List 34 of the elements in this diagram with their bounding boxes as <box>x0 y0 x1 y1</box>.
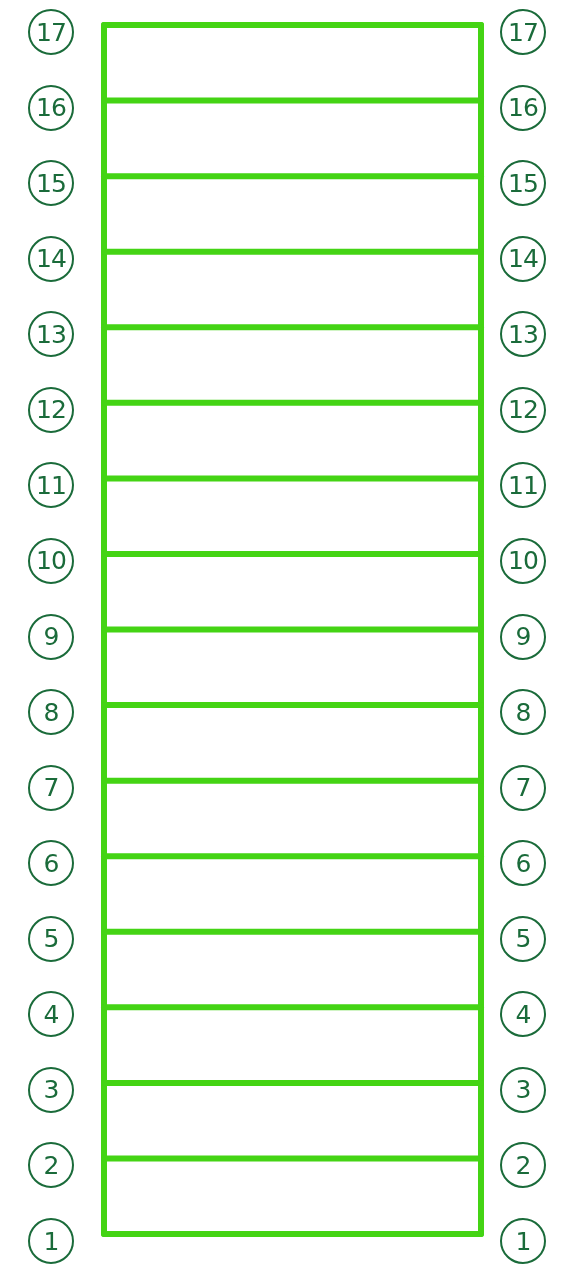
callout-number: 3 <box>28 1066 74 1113</box>
callout-number: 17 <box>500 9 546 55</box>
callout-number: 7 <box>500 764 546 811</box>
callout-number: 9 <box>500 613 546 660</box>
callout-number: 10 <box>500 537 546 584</box>
callout-number: 7 <box>28 764 74 811</box>
callout-number: 11 <box>500 462 546 509</box>
callout-number: 12 <box>500 386 546 433</box>
callout-number: 5 <box>28 915 74 962</box>
callout-number: 11 <box>28 462 74 509</box>
callout-number: 15 <box>28 160 74 207</box>
callout-number: 15 <box>500 160 546 207</box>
callout-number: 14 <box>500 235 546 282</box>
callout-number: 17 <box>28 9 74 55</box>
callout-number: 16 <box>28 84 74 131</box>
callout-number: 16 <box>500 84 546 131</box>
callout-number: 6 <box>500 840 546 887</box>
callout-number: 5 <box>500 915 546 962</box>
callout-number: 2 <box>500 1142 546 1189</box>
callout-number: 1 <box>500 1218 546 1264</box>
callout-number: 13 <box>28 311 74 358</box>
callout-number: 14 <box>28 235 74 282</box>
callout-number: 2 <box>28 1142 74 1189</box>
callout-number: 10 <box>28 537 74 584</box>
callout-number: 12 <box>28 386 74 433</box>
callout-number: 8 <box>500 689 546 736</box>
callout-number: 8 <box>28 689 74 736</box>
callout-number: 9 <box>28 613 74 660</box>
callout-number: 6 <box>28 840 74 887</box>
callout-number: 4 <box>28 991 74 1038</box>
callout-number: 4 <box>500 991 546 1038</box>
callout-number: 13 <box>500 311 546 358</box>
callout-number: 1 <box>28 1218 74 1264</box>
callout-number: 3 <box>500 1066 546 1113</box>
